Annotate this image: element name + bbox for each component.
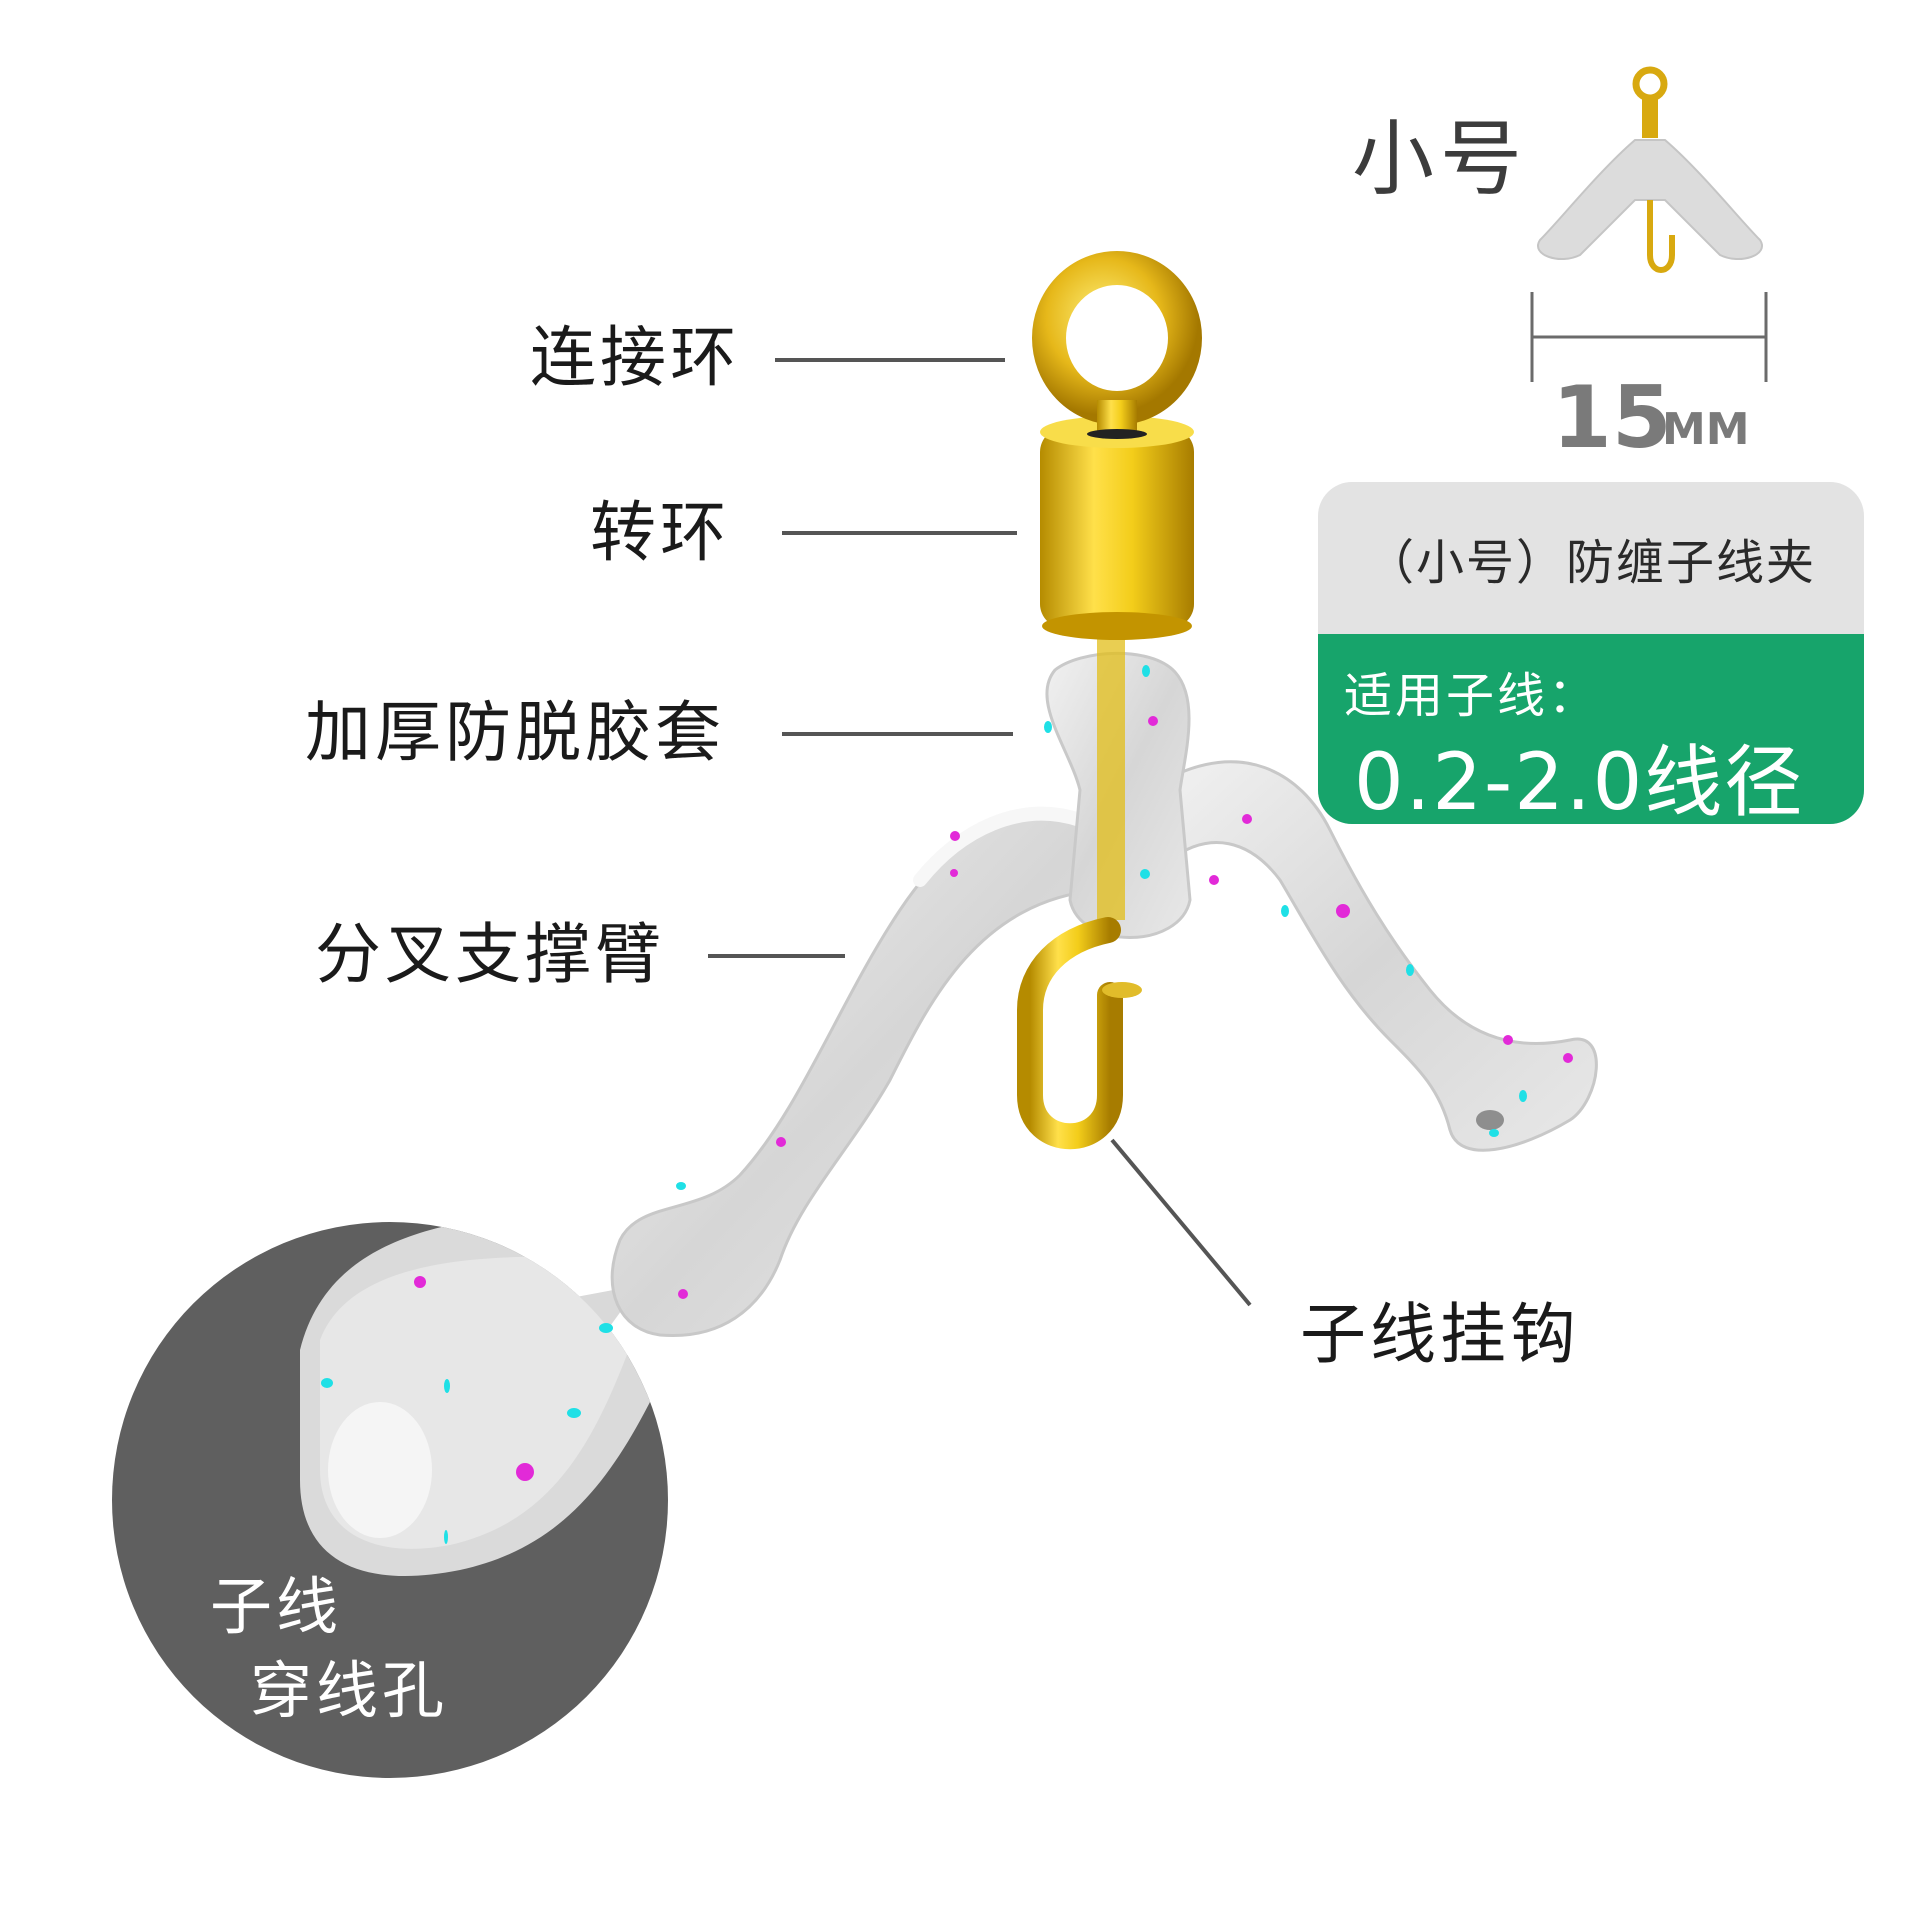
label-hole-line2: 穿线孔 [250,1654,449,1727]
product-main [610,251,1598,1338]
support-arm-left [610,812,1107,1338]
support-arm-right [1163,760,1598,1152]
line-hook [1017,917,1123,1150]
applicable-label: 适用子线： [1344,668,1600,724]
connecting-ring [1032,251,1202,425]
swivel-barrel [1040,428,1194,628]
leader-lines [708,358,1252,1307]
spec-card: （小号）防缠子线夹 适用子线： 0.2-2.0线径 [1318,482,1864,824]
line-diameter-range: 0.2-2.0线径 [1354,738,1805,824]
label-swivel: 转环 [590,494,730,571]
label-sleeve: 加厚防脱胶套 [305,694,725,771]
zoom-detail [112,1222,668,1778]
swivel-shaft [1097,620,1125,920]
size-title: 小号 [1352,112,1529,207]
label-connect-ring: 连接环 [530,319,740,396]
dimension-unit: MM [1662,404,1750,455]
dimension-value: 15 [1552,368,1672,468]
threading-hole [328,1402,432,1538]
label-arm: 分叉支撑臂 [315,916,665,993]
leader-line-hook [1110,1138,1252,1307]
product-name: （小号）防缠子线夹 [1365,535,1816,591]
size-thumbnail [1530,66,1768,382]
label-hook: 子线挂钩 [1300,1296,1580,1373]
spec-card-green: 适用子线： 0.2-2.0线径 [1318,634,1864,824]
label-hole-line1: 子线 [210,1570,343,1643]
speckles [676,665,1573,1299]
